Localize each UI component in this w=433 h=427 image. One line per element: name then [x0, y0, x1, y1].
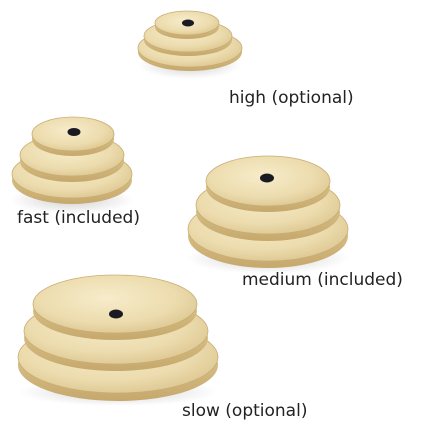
- axle-hole: [67, 128, 81, 136]
- label-fast: fast (included): [17, 208, 140, 228]
- label-medium: medium (included): [242, 270, 403, 290]
- pulley-high: [137, 10, 243, 79]
- label-slow: slow (optional): [182, 401, 308, 421]
- axle-hole: [260, 173, 274, 183]
- axle-hole: [182, 19, 194, 27]
- label-high: high (optional): [229, 88, 354, 108]
- pulley-medium: [186, 155, 350, 274]
- pulley-slow: [17, 274, 219, 406]
- pulley-fast: [10, 116, 134, 214]
- axle-hole: [109, 309, 123, 319]
